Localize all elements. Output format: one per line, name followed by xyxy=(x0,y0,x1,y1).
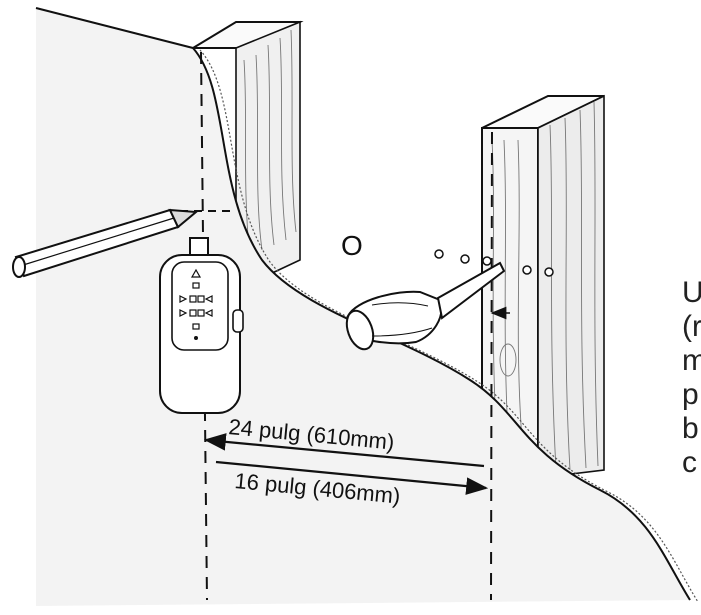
wall-panel xyxy=(35,7,699,606)
stud-finder-icon xyxy=(159,237,244,414)
side-text-line: p xyxy=(682,378,699,411)
side-text-line: c xyxy=(682,446,697,479)
side-text-line: m xyxy=(682,344,701,377)
right-edge-line xyxy=(490,131,493,601)
dimension-16-arrow xyxy=(215,460,489,495)
or-label: O xyxy=(341,230,363,261)
dimension-arrows xyxy=(203,433,489,495)
dimension-24-arrow xyxy=(203,433,485,468)
side-text-line: U xyxy=(682,276,701,309)
screwdriver-icon xyxy=(345,261,506,351)
test-holes xyxy=(434,249,554,277)
pencil-icon xyxy=(12,208,199,278)
cropped-side-text: U (r m p b c xyxy=(682,276,701,480)
side-text-line: b xyxy=(682,412,699,445)
side-text-line: (r xyxy=(682,310,701,343)
